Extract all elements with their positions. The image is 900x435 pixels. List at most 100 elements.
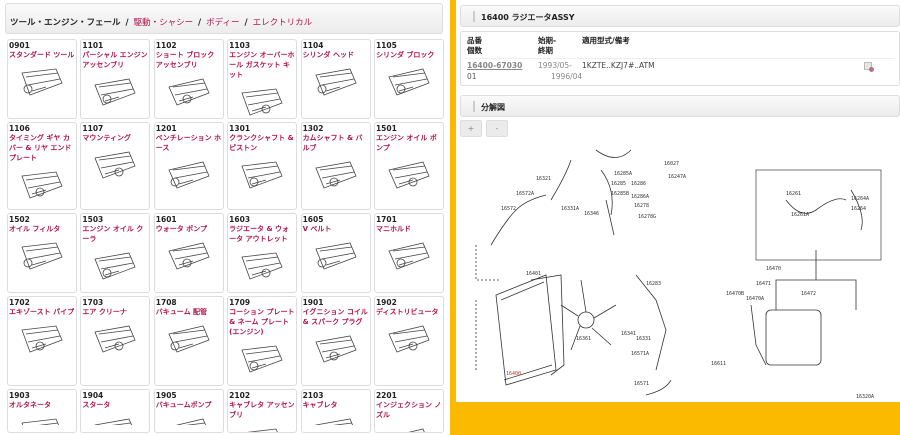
category-name[interactable]: タイミング ギヤ カバー & リヤ エンド プレート xyxy=(9,134,72,162)
category-card[interactable]: 1105 シリンダ ブロック xyxy=(373,39,444,119)
category-card[interactable]: 1708 バキューム 配管 xyxy=(153,296,224,386)
diagram-part-label[interactable]: 16400 xyxy=(506,371,521,377)
category-name[interactable]: シリンダ ヘッド xyxy=(302,51,354,59)
category-card[interactable]: 2102 キャブレタ アッセンブリ xyxy=(227,389,298,433)
category-card[interactable]: 1902 ディストリビュータ xyxy=(373,296,444,386)
category-name[interactable]: マウンティング xyxy=(82,134,131,142)
diagram-part-label[interactable]: 16278G xyxy=(638,214,656,220)
category-name[interactable]: バキューム 配管 xyxy=(155,308,208,316)
category-card[interactable]: 1501 エンジン オイル ポンプ xyxy=(373,122,444,210)
category-card[interactable]: 1102 ショート ブロック アッセンブリ xyxy=(153,39,224,119)
category-card[interactable]: 1106 タイミング ギヤ カバー & リヤ エンド プレート xyxy=(7,122,77,210)
diagram-part-label[interactable]: 16264 xyxy=(851,206,866,212)
category-card[interactable]: 1103 エンジン オーバーホール ガスケット キット xyxy=(227,39,298,119)
category-card[interactable]: 1903 オルタネータ xyxy=(7,389,77,433)
part-number-link[interactable]: 16400-67030 xyxy=(467,61,523,70)
diagram-part-label[interactable]: 16261 xyxy=(786,191,801,197)
diagram-part-label[interactable]: 16572 xyxy=(501,206,516,212)
category-name[interactable]: インジェクション ノズル xyxy=(375,401,442,419)
category-card[interactable]: 1503 エンジン オイル クーラ xyxy=(80,213,151,293)
category-name[interactable]: シリンダ ブロック xyxy=(375,51,435,59)
exploded-diagram[interactable]: 16321 16572A 16572 16331A 16346 16285A 16285 16… xyxy=(456,140,900,402)
diagram-part-label[interactable]: 16471 xyxy=(756,281,771,287)
category-card[interactable]: 1901 イグニション コイル & スパーク プラグ xyxy=(300,296,371,386)
category-name[interactable]: ラジエータ & ウォータ アウトレット xyxy=(229,225,290,243)
category-card[interactable]: 1502 オイル フィルタ xyxy=(7,213,77,293)
category-name[interactable]: イグニション コイル & スパーク プラグ xyxy=(302,308,368,326)
category-name[interactable]: エンジン オーバーホール ガスケット キット xyxy=(229,51,295,79)
diagram-part-label[interactable]: 16346 xyxy=(584,211,599,217)
category-name[interactable]: オルタネータ xyxy=(9,401,51,409)
category-name[interactable]: スタータ xyxy=(82,401,111,409)
category-name[interactable]: キャブレタ xyxy=(302,401,338,409)
category-name[interactable]: エア クリーナ xyxy=(82,308,127,316)
category-card[interactable]: 1201 ベンチレーション ホース xyxy=(153,122,224,210)
breadcrumb-link-electrical[interactable]: エレクトリカル xyxy=(252,18,313,28)
cart-add-icon[interactable] xyxy=(864,62,874,72)
diagram-part-label[interactable]: 16264A xyxy=(851,196,869,202)
category-name[interactable]: ウォータ ポンプ xyxy=(155,225,208,233)
diagram-part-label[interactable]: 16470B xyxy=(726,291,744,297)
category-name[interactable]: ベンチレーション ホース xyxy=(155,134,222,152)
category-card[interactable]: 1107 マウンティング xyxy=(80,122,151,210)
diagram-part-label[interactable]: 16283 xyxy=(646,281,661,287)
category-card[interactable]: 1301 クランクシャフト & ピストン xyxy=(227,122,298,210)
category-name[interactable]: カムシャフト & バルブ xyxy=(302,134,363,152)
category-name[interactable]: V ベルト xyxy=(302,225,332,233)
breadcrumb-link-body[interactable]: ボディー xyxy=(206,18,240,28)
category-name[interactable]: エキゾースト パイプ xyxy=(9,308,75,316)
category-name[interactable]: エンジン オイル ポンプ xyxy=(375,134,437,152)
category-card[interactable]: 1104 シリンダ ヘッド xyxy=(300,39,371,119)
diagram-part-label[interactable]: 16331 xyxy=(636,336,651,342)
category-card[interactable]: 1101 パーシャル エンジン アッセンブリ xyxy=(80,39,151,119)
diagram-part-label[interactable]: 16341 xyxy=(621,331,636,337)
category-card[interactable]: 1601 ウォータ ポンプ xyxy=(153,213,224,293)
category-card[interactable]: 1302 カムシャフト & バルブ xyxy=(300,122,371,210)
zoom-out-button[interactable]: - xyxy=(486,120,508,137)
category-card[interactable]: 2103 キャブレタ xyxy=(300,389,371,433)
category-card[interactable]: 2201 インジェクション ノズル xyxy=(373,389,444,433)
category-name[interactable]: ショート ブロック アッセンブリ xyxy=(155,51,215,69)
category-name[interactable]: ディストリビュータ xyxy=(375,308,439,316)
category-name[interactable]: キャブレタ アッセンブリ xyxy=(229,401,295,419)
category-name[interactable]: クランクシャフト & ピストン xyxy=(229,134,294,152)
category-card[interactable]: 1904 スタータ xyxy=(80,389,151,433)
diagram-part-label[interactable]: 16278 xyxy=(634,203,649,209)
diagram-part-label[interactable]: 16027 xyxy=(664,161,679,167)
panel-divider[interactable] xyxy=(450,0,456,435)
category-card[interactable]: 1701 マニホルド xyxy=(373,213,444,293)
diagram-part-label[interactable]: 16331A xyxy=(561,206,579,212)
breadcrumb-link-drive[interactable]: 駆動・シャシー xyxy=(133,18,194,28)
category-name[interactable]: パーシャル エンジン アッセンブリ xyxy=(82,51,148,69)
diagram-part-label[interactable]: 16286A xyxy=(631,194,649,200)
diagram-part-label[interactable]: 16470A xyxy=(746,296,764,302)
diagram-part-label[interactable]: 16285A xyxy=(614,171,632,177)
diagram-part-label[interactable]: 16285B xyxy=(611,191,629,197)
category-name[interactable]: コーション プレート & ネーム プレート(エンジン) xyxy=(229,308,295,336)
category-card[interactable]: 1605 V ベルト xyxy=(300,213,371,293)
category-name[interactable]: バキュームポンプ xyxy=(155,401,212,409)
category-name[interactable]: オイル フィルタ xyxy=(9,225,61,233)
category-card[interactable]: 1709 コーション プレート & ネーム プレート(エンジン) xyxy=(227,296,298,386)
diagram-part-label[interactable]: 16572A xyxy=(516,191,534,197)
category-name[interactable]: マニホルド xyxy=(375,225,411,233)
diagram-part-label[interactable]: 16611 xyxy=(711,361,726,367)
diagram-part-label[interactable]: 16571 xyxy=(634,381,649,387)
category-card[interactable]: 1905 バキュームポンプ xyxy=(153,389,224,433)
category-card[interactable]: 0901 スタンダード ツール xyxy=(7,39,77,119)
category-card[interactable]: 1703 エア クリーナ xyxy=(80,296,151,386)
diagram-part-label[interactable]: 16470 xyxy=(766,266,781,272)
diagram-part-label[interactable]: 16361 xyxy=(576,336,591,342)
category-card[interactable]: 1603 ラジエータ & ウォータ アウトレット xyxy=(227,213,298,293)
diagram-part-label[interactable]: 16321 xyxy=(536,176,551,182)
diagram-part-label[interactable]: 16571A xyxy=(631,351,649,357)
category-name[interactable]: スタンダード ツール xyxy=(9,51,75,59)
diagram-part-label[interactable]: 16472 xyxy=(801,291,816,297)
category-name[interactable]: エンジン オイル クーラ xyxy=(82,225,144,243)
category-card[interactable]: 1702 エキゾースト パイプ xyxy=(7,296,77,386)
diagram-part-label[interactable]: 16261A xyxy=(791,212,809,218)
diagram-part-label[interactable]: 16285 xyxy=(611,181,626,187)
diagram-part-label[interactable]: 16286 xyxy=(631,181,646,187)
diagram-part-label[interactable]: 16247A xyxy=(668,174,686,180)
zoom-in-button[interactable]: + xyxy=(460,120,482,137)
